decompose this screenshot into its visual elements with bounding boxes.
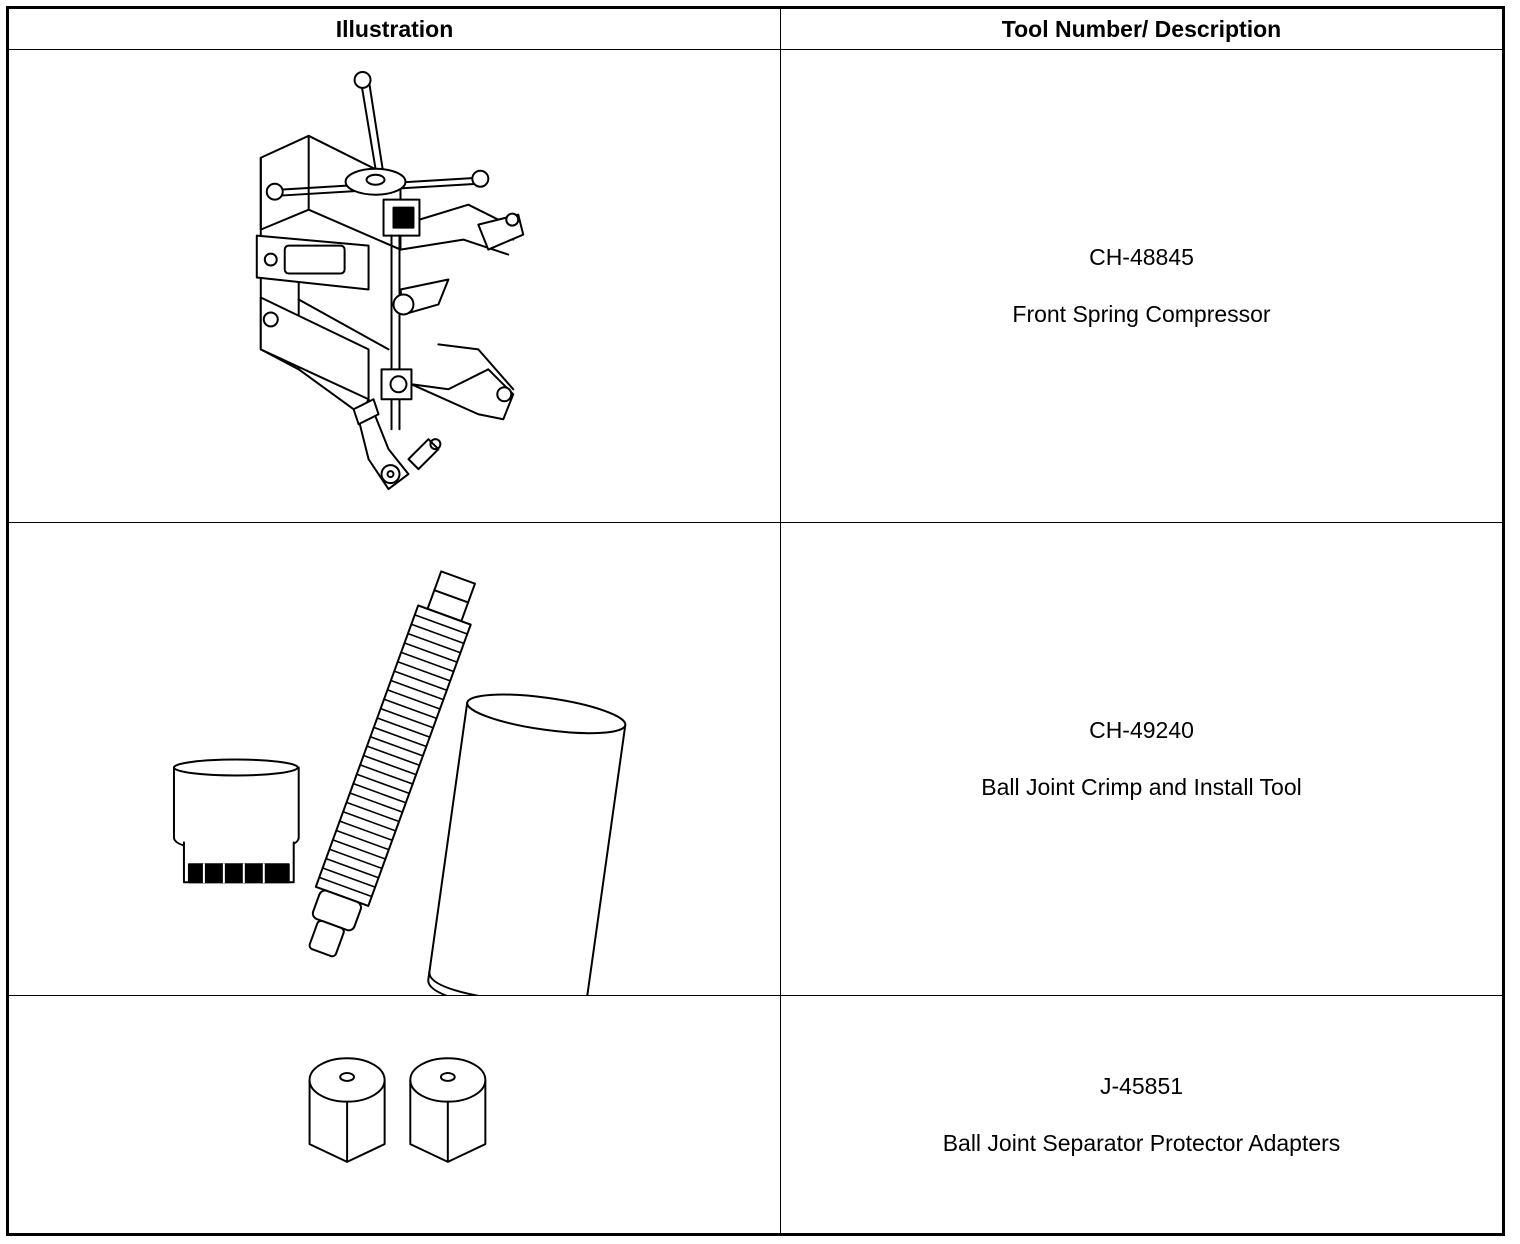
description-cell-protector-adapters: J-45851 Ball Joint Separator Protector A…: [781, 996, 1502, 1233]
illustration-cell-spring-compressor: [9, 50, 781, 523]
tool-description: Ball Joint Crimp and Install Tool: [981, 774, 1302, 800]
header-illustration: Illustration: [9, 9, 781, 50]
protector-adapters-illustration: [308, 1057, 487, 1163]
tool-description: Ball Joint Separator Protector Adapters: [942, 1129, 1341, 1156]
ball-joint-crimp-tool-illustration: [172, 570, 627, 995]
description-cell-spring-compressor: CH-48845 Front Spring Compressor: [781, 50, 1502, 523]
tool-description: Front Spring Compressor: [1012, 301, 1271, 327]
description-cell-ball-joint-crimp: CH-49240 Ball Joint Crimp and Install To…: [781, 523, 1502, 996]
tool-number: CH-49240: [1089, 717, 1194, 743]
tool-number: CH-48845: [1089, 244, 1194, 270]
tool-number: J-45851: [1099, 1072, 1184, 1099]
tools-table: Illustration Tool Number/ Description: [6, 6, 1505, 1236]
spring-compressor-illustration: [255, 70, 525, 491]
illustration-cell-ball-joint-crimp: [9, 523, 781, 996]
header-tool-description: Tool Number/ Description: [781, 9, 1502, 50]
illustration-cell-protector-adapters: [9, 996, 781, 1233]
